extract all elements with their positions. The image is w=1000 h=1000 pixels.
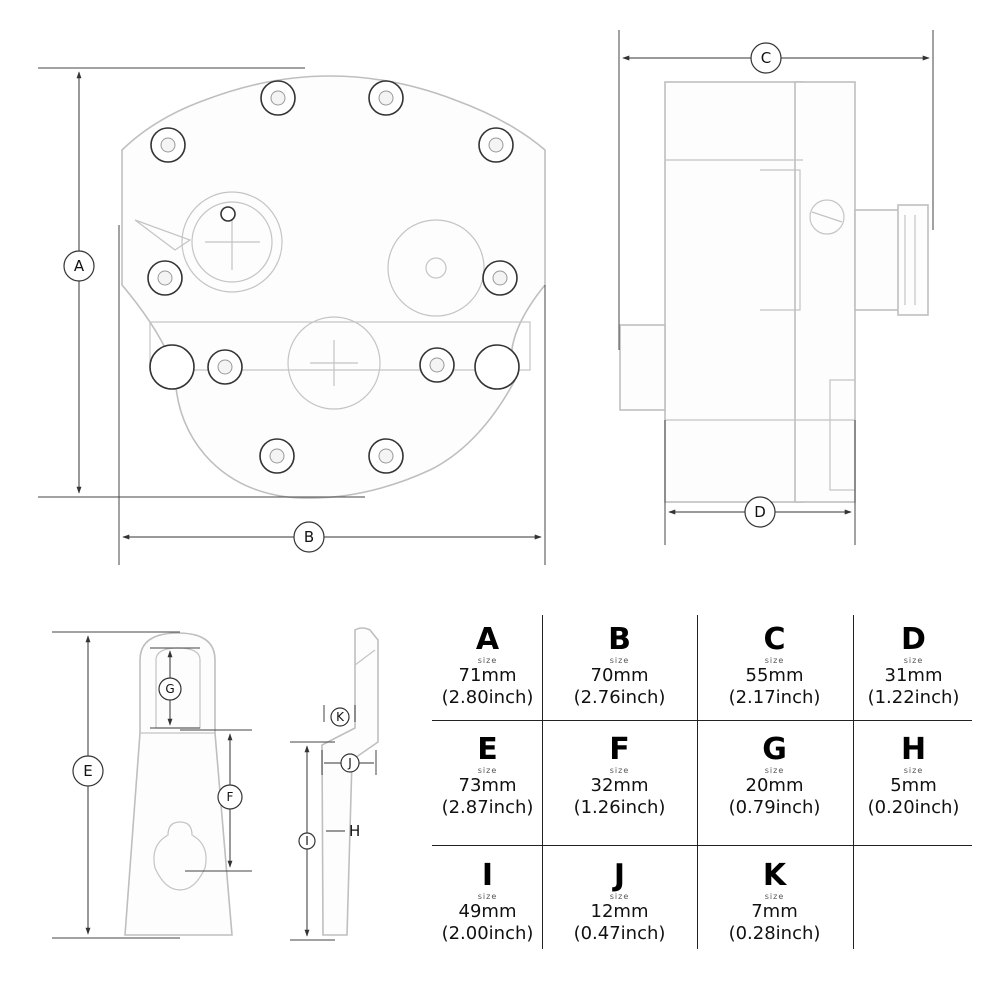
label-b: B [304,528,314,546]
label-c: C [761,49,771,67]
label-a: A [74,257,85,275]
label-i: I [305,834,309,848]
label-f: F [227,790,234,804]
label-g: G [165,682,174,696]
dimension-a: A [38,67,365,498]
table-divider [542,615,543,949]
dimension-j: J [321,750,377,775]
dimension-g: G [150,647,200,729]
dimension-f: F [180,729,252,872]
dimension-d: D [664,420,856,545]
damper-side-view [619,81,929,503]
dimension-k: K [323,705,356,727]
label-k: K [336,710,345,724]
table-divider [432,845,972,846]
dimension-h: H [326,822,360,840]
dimension-e: E [52,631,180,939]
label-j: J [347,756,352,770]
dimension-i: I [290,741,335,941]
label-d: D [754,503,766,521]
label-e: E [83,762,92,780]
bracket-front-view [124,632,233,936]
dimension-b: B [118,225,546,565]
dimension-c: C [618,30,934,350]
bracket-side-view [321,627,379,936]
bolt-heads [147,80,518,474]
table-divider [697,615,698,949]
label-h: H [349,822,360,840]
damper-front-view [121,75,546,499]
table-divider [432,720,972,721]
table-divider [853,615,854,949]
